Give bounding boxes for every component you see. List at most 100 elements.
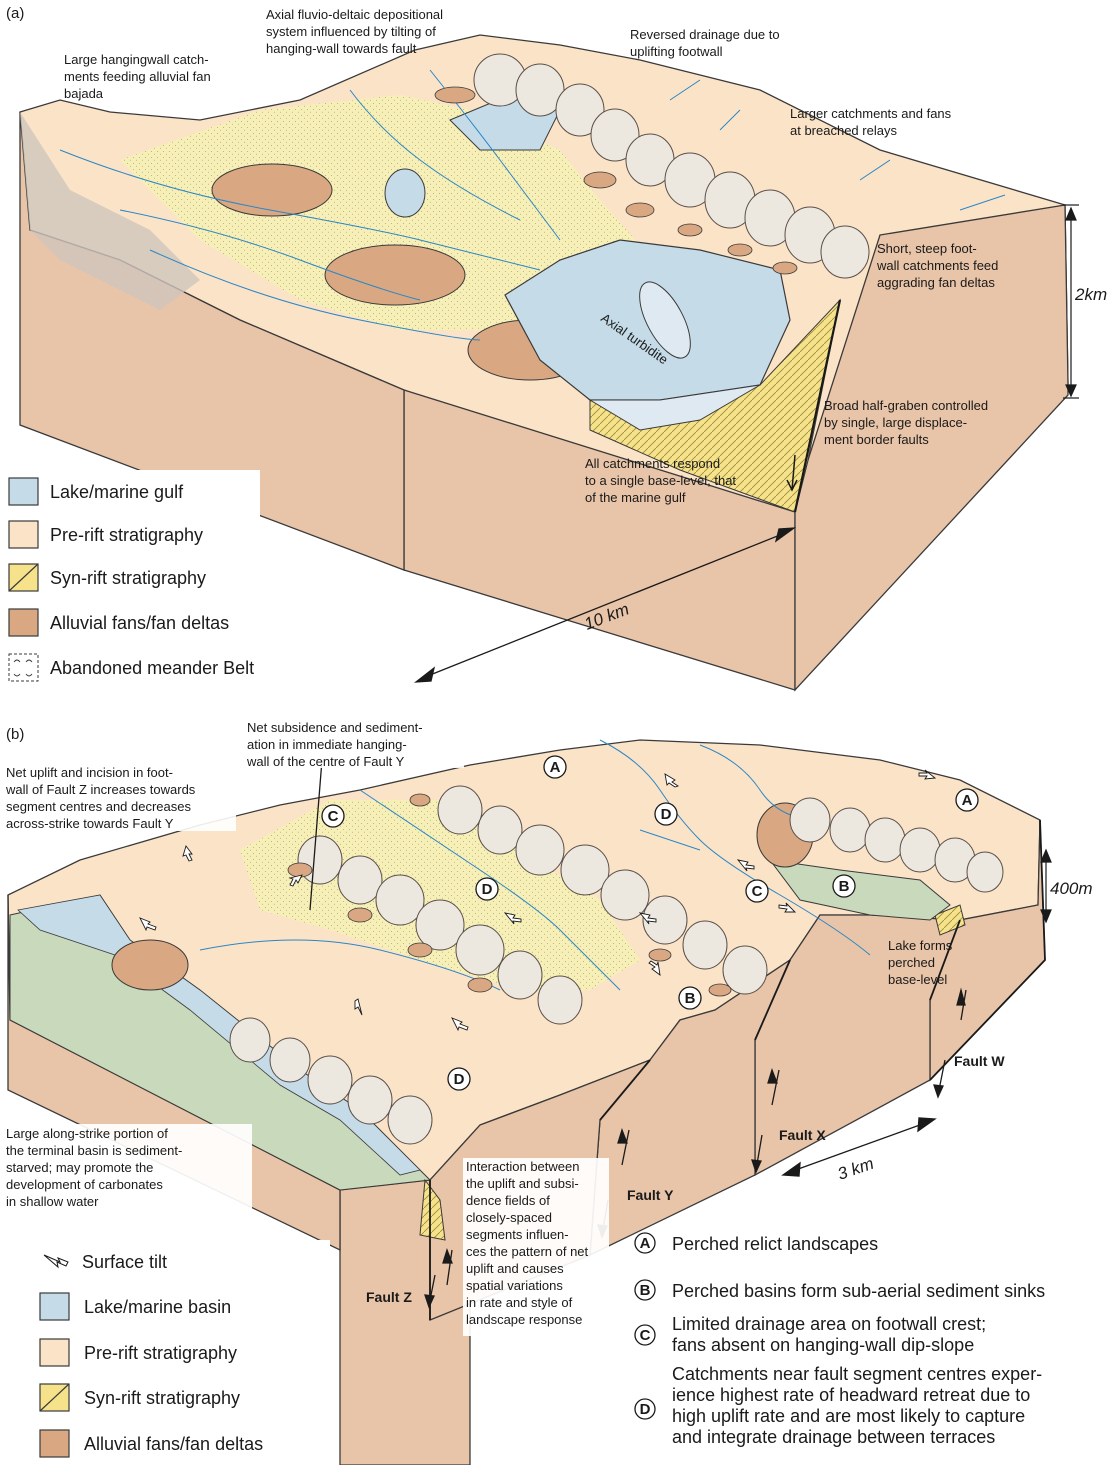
panel-b-fan-left [112,940,188,990]
callout-letter: A [550,759,561,776]
key-text: Perched basins form sub-aerial sediment … [672,1281,1045,1301]
callout-letter: B [685,990,696,1007]
legend-label: Syn-rift stratigraphy [50,568,206,588]
callout-a-circle: A [544,756,566,778]
annotation-hangingwall-catchments: Large hangingwall catch- ments feeding a… [64,52,211,101]
annotation-line: starved; may promote the [6,1160,153,1175]
legend-swatch-fans [9,609,38,636]
callout-d-circle: D [655,803,677,825]
annotation-line: base-level [888,972,947,987]
annotation-line: system influenced by tilting of [266,24,436,39]
annotation-line: ments feeding alluvial fan [64,69,211,84]
key-item-c: C Limited drainage area on footwall cres… [635,1314,986,1355]
legend-label: Abandoned meander Belt [50,658,254,678]
annotation-line: Lake forms [888,938,953,953]
legend-label: Pre-rift stratigraphy [84,1343,237,1363]
callout-letter: D [661,806,672,823]
annotation-line: uplift and causes [466,1261,564,1276]
callout-b-circle: B [833,875,855,897]
annotation-line: Larger catchments and fans [790,106,952,121]
annotation-line: bajada [64,86,104,101]
panel-b: (b) [2,718,1093,1465]
annotation-line: Reversed drainage due to [630,27,780,42]
annotation-interaction: Interaction between the uplift and subsi… [463,1158,609,1336]
panel-a-fan-1 [212,164,332,216]
panel-a-legend: Lake/marine gulf Pre-rift stratigraphy S… [0,470,260,688]
callout-a-circle: A [956,789,978,811]
annotation-line: wall catchments feed [876,258,998,273]
annotation-net-subsidence: Net subsidence and sediment- ation in im… [244,718,464,769]
annotation-line: Net subsidence and sediment- [247,720,423,735]
fault-y-label: Fault Y [627,1187,674,1203]
annotation-net-uplift: Net uplift and incision in foot- wall of… [2,763,236,831]
panel-b-vertical-scale-label: 400m [1050,879,1093,898]
legend-label: Alluvial fans/fan deltas [50,613,229,633]
annotation-line: uplifting footwall [630,44,723,59]
annotation-line: spatial variations [466,1278,563,1293]
panel-a-vertical-scale-label: 2km [1074,285,1107,304]
annotation-line: at breached relays [790,123,897,138]
annotation-line: aggrading fan deltas [877,275,995,290]
annotation-line: development of carbonates [6,1177,163,1192]
annotation-line: across-strike towards Fault Y [6,816,174,831]
annotation-line: Interaction between [466,1159,579,1174]
key-item-d: D Catchments near fault segment centres … [635,1364,1042,1447]
annotation-line: Axial fluvio-deltaic depositional [266,7,443,22]
annotation-line: by single, large displace- [824,415,967,430]
fault-z-label: Fault Z [366,1289,412,1305]
annotation-line: perched [888,955,935,970]
annotation-line: Large along-strike portion of [6,1126,168,1141]
key-text: ience highest rate of headward retreat d… [672,1385,1030,1405]
legend-swatch-prerift [9,521,38,548]
annotation-line: segment centres and decreases [6,799,191,814]
panel-b-key: A Perched relict landscapes B Perched ba… [635,1233,1045,1447]
callout-letter: C [328,808,339,825]
fault-x-label: Fault X [779,1127,826,1143]
annotation-line: segments influen- [466,1227,569,1242]
legend-swatch-lake [9,478,38,505]
legend-label: Lake/marine gulf [50,482,184,502]
legend-label: Pre-rift stratigraphy [50,525,203,545]
legend-label: Surface tilt [82,1252,167,1272]
key-letter: D [640,1401,651,1418]
callout-c-circle: C [322,805,344,827]
annotation-line: wall of the centre of Fault Y [246,754,405,769]
annotation-line: closely-spaced [466,1210,552,1225]
annotation-line: wall of Fault Z increases towards [5,782,196,797]
annotation-axial-fluvio: Axial fluvio-deltaic depositional system… [266,7,443,56]
annotation-line: landscape response [466,1312,582,1327]
annotation-line: in shallow water [6,1194,99,1209]
legend-label: Lake/marine basin [84,1297,231,1317]
key-text: high uplift rate and are most likely to … [672,1406,1025,1426]
key-text: Limited drainage area on footwall crest; [672,1314,986,1334]
key-letter: B [640,1282,651,1299]
callout-letter: D [454,1071,465,1088]
panel-b-horizontal-scale-label: 3 km [835,1154,876,1184]
callout-letter: A [962,792,973,809]
callout-c-circle: C [746,880,768,902]
panel-a: (a) Axial turbidite [0,5,1107,690]
annotation-reversed-drainage: Reversed drainage due to uplifting footw… [630,27,780,59]
panel-b-label: (b) [6,726,24,743]
legend-swatch-lake [40,1293,69,1320]
legend-label: Syn-rift stratigraphy [84,1388,240,1408]
key-letter: A [640,1235,651,1252]
callout-b-circle: B [679,987,701,1009]
key-text: Perched relict landscapes [672,1234,878,1254]
key-text: Catchments near fault segment centres ex… [672,1364,1042,1384]
legend-label: Alluvial fans/fan deltas [84,1434,263,1454]
panel-a-label: (a) [6,5,24,22]
key-text: fans absent on hanging-wall dip-slope [672,1335,974,1355]
callout-letter: B [839,878,850,895]
annotation-line: dence fields of [466,1193,550,1208]
annotation-line: All catchments respond [585,456,720,471]
key-letter: C [640,1327,651,1344]
callout-letter: D [482,881,493,898]
panel-a-fan-2 [325,245,465,305]
annotation-line: to a single base-level, that [585,473,736,488]
annotation-line: ation in immediate hanging- [247,737,407,752]
fault-w-label: Fault W [954,1053,1005,1069]
callout-letter: C [752,883,763,900]
legend-swatch-fans [40,1430,69,1457]
